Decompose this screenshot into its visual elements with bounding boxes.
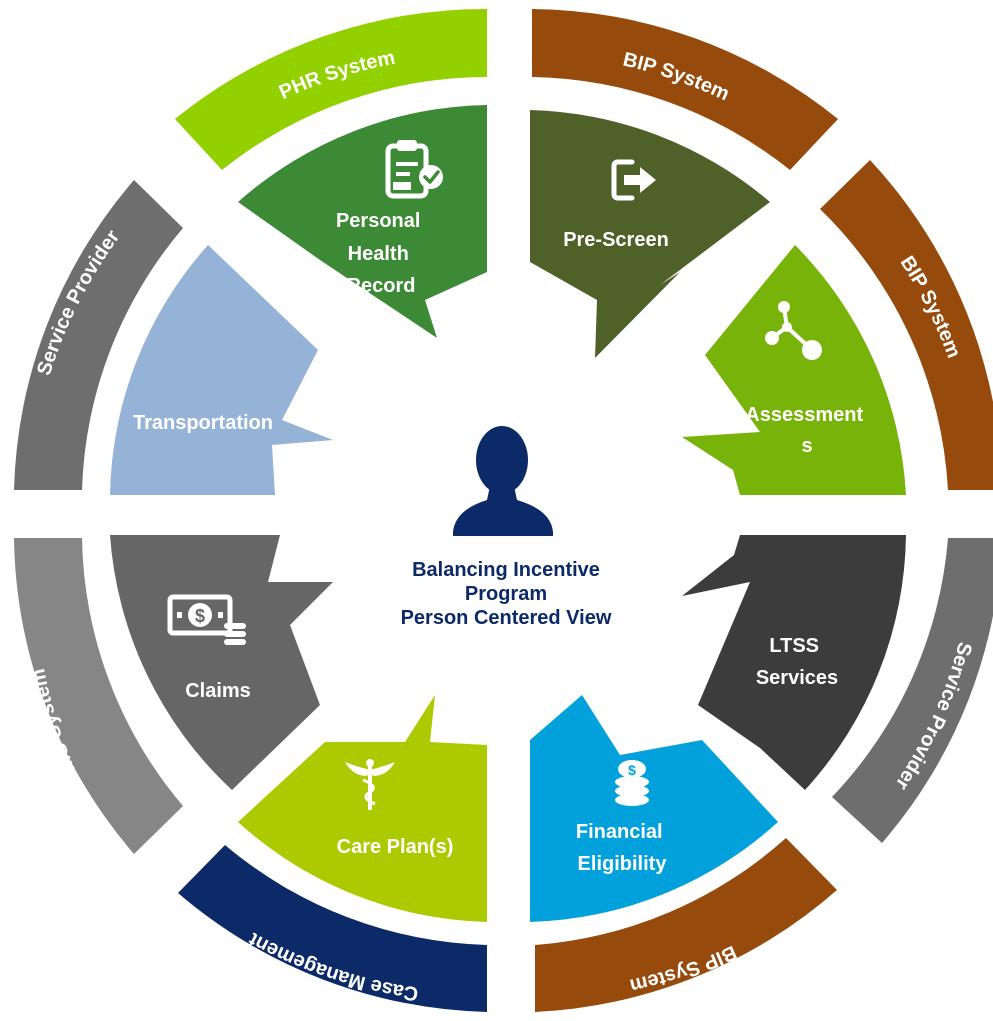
assessments-segment [682, 245, 906, 495]
phr-system-band [175, 8, 487, 170]
bip-system-bottom-band [535, 838, 837, 1012]
pre-screen-label: Pre-Screen [563, 229, 669, 251]
mmis-system-band [14, 538, 183, 854]
personal-health-record-label: Personal Health Record [336, 210, 426, 297]
caduceus-icon [345, 759, 395, 810]
care-plans-segment [238, 695, 487, 922]
coin-stack-icon: $ [615, 760, 649, 806]
service-provider-right-band [832, 538, 993, 843]
svg-text:$: $ [628, 762, 636, 778]
svg-text:$: $ [195, 606, 205, 626]
assessments-label: Assessment s [745, 404, 868, 457]
ltss-services-segment [682, 535, 906, 790]
segment-icons: $ $ [167, 140, 822, 810]
sign-out-icon [611, 159, 656, 201]
center-title-line-2: Program [464, 583, 548, 605]
outer-ring [14, 8, 993, 1012]
share-nodes-icon [765, 301, 822, 360]
ltss-services-label: LTSS Services [756, 635, 838, 689]
financial-eligibility-segment [530, 695, 778, 922]
care-plans-label: Care Plan(s) [337, 836, 454, 858]
pre-screen-segment [530, 110, 770, 358]
inner-segments [110, 105, 906, 922]
money-bill-icon: $ [167, 594, 246, 645]
transportation-label: Transportation [133, 412, 273, 434]
financial-eligibility-label: Financial Eligibility [576, 821, 668, 875]
center-title-line-1: Balancing Incentive [412, 559, 600, 581]
bip-system-top-band [532, 9, 838, 170]
inner-labels: Personal Health Record Pre-Screen Assess… [133, 210, 868, 875]
claims-segment [110, 535, 333, 790]
service-provider-left-band [14, 180, 183, 490]
center-title: Balancing Incentive Program Person Cente… [356, 558, 656, 630]
bip-system-right-band [820, 160, 993, 490]
claims-label: Claims [185, 680, 251, 702]
center-title-line-3: Person Centered View [400, 607, 612, 629]
transportation-segment [110, 245, 333, 495]
clipboard-check-icon [385, 140, 443, 199]
case-management-band [178, 845, 487, 1012]
person-silhouette-icon [453, 426, 553, 536]
